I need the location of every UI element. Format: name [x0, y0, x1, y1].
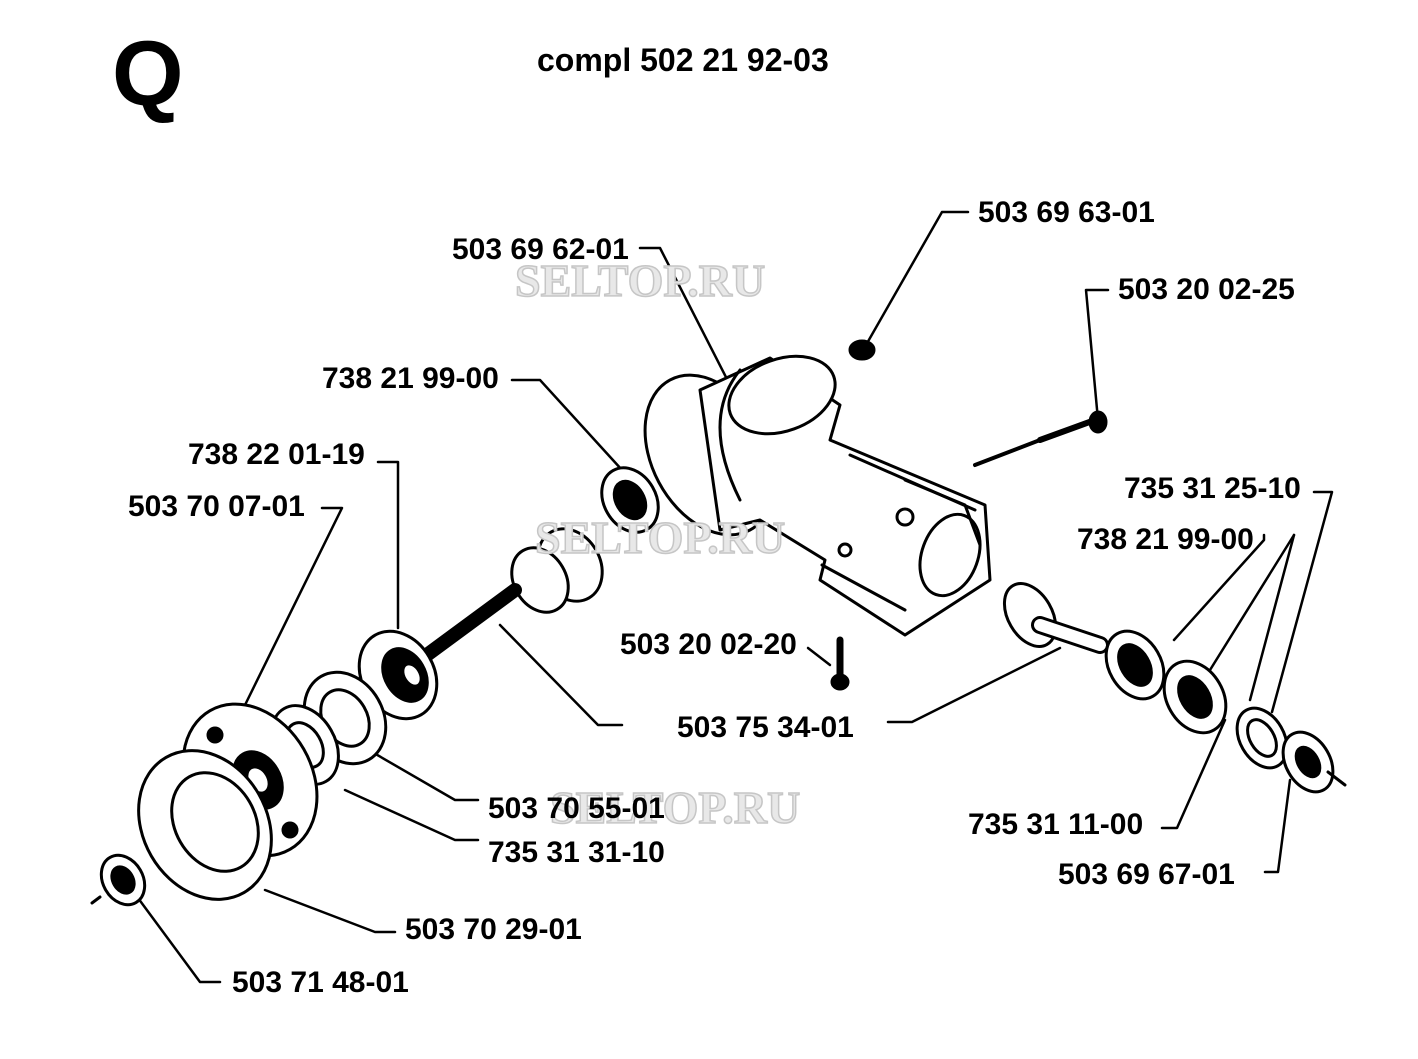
- part-label-seal-right: 503 69 67-01: [1058, 858, 1235, 891]
- support-cup: [137, 749, 273, 901]
- part-label-bearing-shaft: 738 22 01-19: [188, 438, 365, 471]
- gear-housing: [643, 354, 992, 637]
- input-gear-shaft: [1002, 582, 1109, 654]
- part-label-bottom-screw: 503 20 02-20: [620, 628, 797, 661]
- grease-screw: [848, 339, 876, 361]
- circlip-and-seal-right: [1235, 706, 1347, 794]
- part-label-circlip-shaft: 735 31 31-10: [488, 836, 665, 869]
- part-label-gear-housing: 503 69 62-01: [452, 233, 629, 266]
- part-label-output-shaft: 503 75 34-01: [677, 711, 854, 744]
- leader-lines: [136, 210, 1334, 984]
- part-label-blade-nut: 503 71 48-01: [232, 966, 409, 999]
- bearing-left: [600, 466, 660, 534]
- blade-nut: [90, 853, 147, 907]
- bearing-shaft: [357, 629, 439, 721]
- part-label-circlip-right: 735 31 25-10: [1124, 472, 1301, 505]
- bottom-screw: [830, 636, 850, 691]
- part-label-bearing-right: 738 21 99-00: [1077, 523, 1254, 556]
- part-label-spacer: 503 70 55-01: [488, 792, 665, 825]
- clamp-screw: [973, 410, 1108, 467]
- watermark-middle: SELTOP.RU: [534, 512, 786, 563]
- output-shaft: [396, 527, 604, 678]
- watermark-bottom: SELTOP.RU: [549, 782, 801, 833]
- assembly-title: compl 502 21 92-03: [537, 42, 829, 78]
- section-letter: Q: [112, 23, 184, 125]
- part-label-bearing-left: 738 21 99-00: [322, 362, 499, 395]
- part-label-bearing-right-2: 735 31 11-00: [968, 808, 1144, 841]
- part-label-support-cup: 503 70 29-01: [405, 913, 582, 946]
- watermark-top: SELTOP.RU: [514, 255, 766, 306]
- part-label-clamp-screw: 503 20 02-25: [1118, 273, 1295, 306]
- part-label-blade-holder: 503 70 07-01: [128, 490, 305, 523]
- bearings-right: [1104, 629, 1228, 735]
- part-label-grease-screw: 503 69 63-01: [978, 196, 1155, 229]
